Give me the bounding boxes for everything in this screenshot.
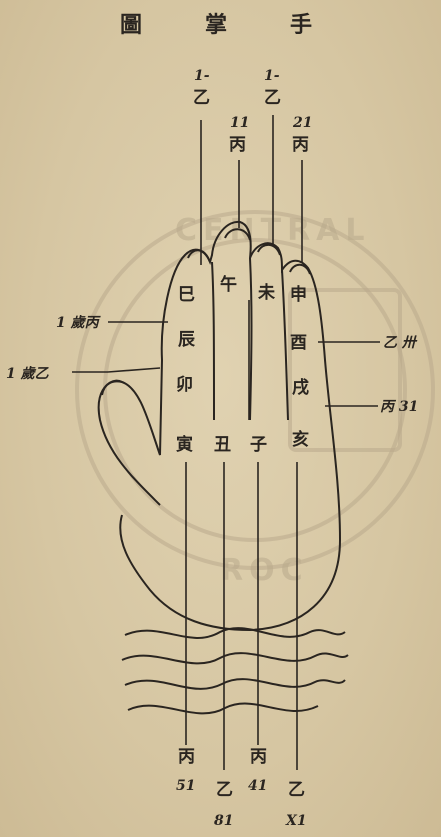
- side-labels: 1 歲丙 1 歲乙 乙 卅 丙 31: [6, 314, 418, 415]
- top-label-1-stem: 乙: [193, 88, 210, 108]
- bottom-label-3-num: 41: [248, 778, 267, 794]
- title-char-1: 圖: [120, 12, 142, 38]
- bottom-label-2-stem: 乙: [216, 780, 233, 800]
- title-char-2: 掌: [205, 12, 227, 38]
- side-lines: [72, 322, 380, 406]
- bottom-label-1-num: 51: [176, 778, 195, 794]
- top-label-3-num: 1-: [264, 68, 280, 84]
- bottom-labels: 丙 51 乙 81 丙 41 乙 X1: [176, 747, 307, 829]
- finger-gap-3: [282, 270, 288, 420]
- top-label-3-stem: 乙: [264, 88, 281, 108]
- palm-label-chen: 辰: [178, 330, 196, 350]
- palm-label-wu: 午: [220, 274, 237, 295]
- palm-label-shen: 申: [290, 284, 307, 305]
- bottom-label-4-num: X1: [285, 813, 307, 829]
- palm-label-zi: 子: [250, 435, 267, 455]
- bottom-label-3-stem: 丙: [250, 747, 267, 767]
- right-label-lower: 丙 31: [380, 399, 418, 415]
- top-label-1-num: 1-: [194, 68, 210, 84]
- title: 圖 掌 手: [120, 12, 312, 38]
- top-label-4-num: 21: [292, 115, 312, 131]
- palm-label-hai: 亥: [292, 429, 309, 450]
- top-label-4-stem: 丙: [292, 135, 309, 155]
- top-labels: 1- 乙 11 丙 1- 乙 21 丙: [193, 68, 312, 155]
- left-label-upper: 1 歲丙: [56, 314, 102, 331]
- bottom-label-1-stem: 丙: [178, 747, 195, 767]
- palm-label-wei: 未: [257, 282, 275, 303]
- palm-label-chou: 丑: [214, 435, 231, 455]
- top-label-2-num: 11: [230, 115, 249, 131]
- palm-label-you: 酉: [290, 333, 307, 353]
- bottom-label-4-stem: 乙: [288, 780, 305, 800]
- bottom-label-2-num: 81: [214, 813, 233, 829]
- palm-label-mao: 卯: [176, 375, 193, 395]
- right-label-upper: 乙 卅: [383, 335, 418, 351]
- finger-gap-1: [212, 262, 214, 420]
- top-label-2-stem: 丙: [229, 135, 246, 155]
- bottom-lines: [186, 300, 297, 770]
- palm-label-si: 巳: [178, 285, 195, 305]
- finger-gap-2: [250, 258, 252, 420]
- wrist-waves: [122, 628, 348, 713]
- palm-label-yin: 寅: [176, 434, 193, 455]
- title-char-3: 手: [290, 12, 312, 38]
- palm-label-xu: 戌: [292, 377, 309, 398]
- left-label-lower: 1 歲乙: [6, 365, 50, 382]
- svg-text:ROC: ROC: [220, 553, 309, 588]
